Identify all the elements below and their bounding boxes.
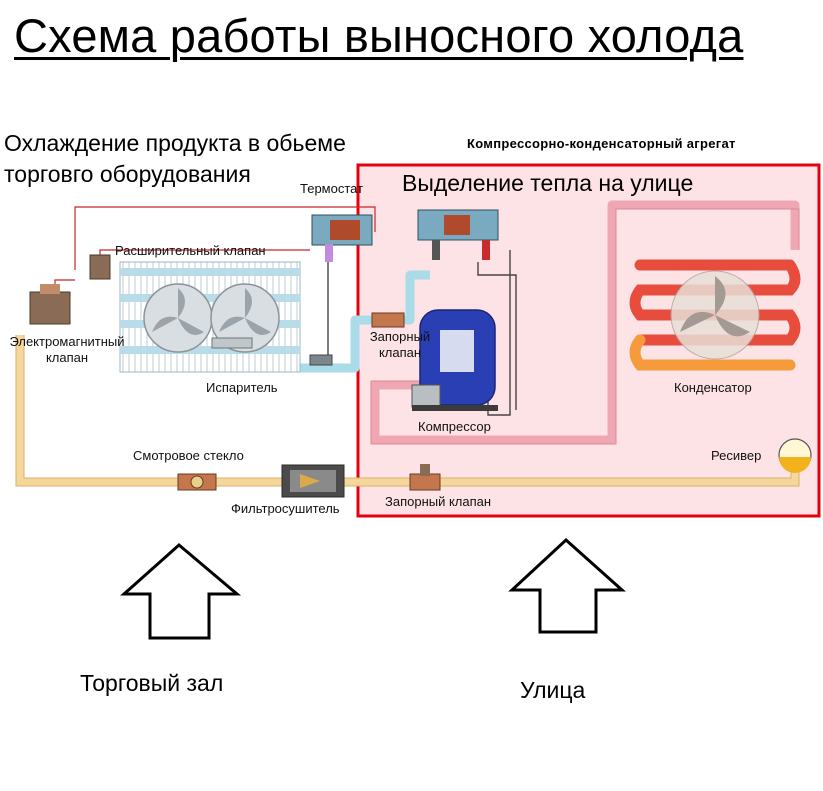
expansion-valve-body — [89, 254, 111, 280]
receiver-label: Ресивер — [711, 448, 762, 463]
solenoid-valve-label: Электромагнитный клапан — [9, 334, 125, 365]
street-label: Улица — [520, 677, 586, 703]
shutoff-valve-suction-body — [371, 312, 405, 328]
sales-floor-label: Торговый зал — [80, 670, 224, 696]
cooling-zone-heading: Охлаждение продукта в обьеме торговго об… — [4, 130, 346, 187]
filter-drier-label: Фильтросушитель — [231, 501, 340, 516]
heat-rejection-heading: Выделение тепла на улице — [402, 170, 694, 196]
expansion-valve-label: Расширительный клапан — [115, 243, 266, 258]
arrow-street — [508, 537, 626, 634]
arrow-sales-floor — [120, 543, 242, 640]
solenoid-valve-body — [29, 284, 71, 325]
receiver-tank — [778, 438, 812, 473]
evaporator-spring — [211, 337, 253, 349]
shutoff-valve-liquid-label: Запорный клапан — [385, 494, 492, 509]
filter-drier-body — [281, 464, 345, 498]
evaporator-fan-right — [210, 283, 280, 353]
condensing-unit-title: Компрессорно-конденсаторный агрегат — [467, 136, 736, 151]
condenser-fan — [670, 270, 760, 360]
page-title: Схема работы выносного холода — [14, 9, 744, 62]
shutoff-valve-suction-label: Запорный клапан — [369, 329, 431, 360]
suction-line — [370, 200, 800, 445]
evaporator-fan-left — [143, 283, 213, 353]
thermostat-device — [311, 214, 373, 262]
thermostat-bulb — [309, 354, 333, 366]
pressure-switch — [417, 209, 499, 260]
condenser-coil — [629, 259, 801, 371]
condenser-label: Конденсатор — [674, 380, 752, 395]
thermostat-label: Термостат — [300, 181, 364, 196]
sight-glass-label: Смотровое стекло — [133, 448, 244, 463]
compressor-body — [411, 309, 498, 411]
evaporator-label: Испаритель — [206, 380, 278, 395]
sight-glass-body — [177, 473, 217, 491]
compressor-label: Компрессор — [418, 419, 491, 434]
shutoff-valve-liquid-body — [409, 464, 441, 491]
